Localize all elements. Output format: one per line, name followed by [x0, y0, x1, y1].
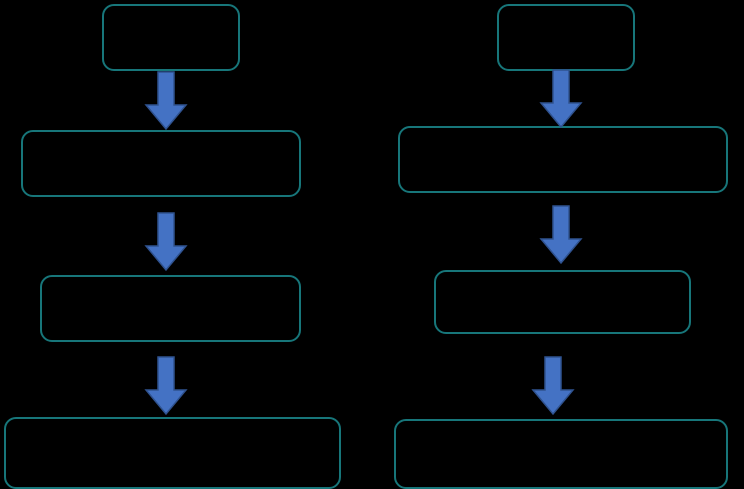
- down-arrow-icon: [539, 69, 583, 129]
- down-arrow-icon: [531, 356, 575, 416]
- process-box-left-node-2[interactable]: [21, 130, 301, 197]
- down-arrow-icon: [144, 212, 188, 272]
- down-arrow-icon: [144, 71, 188, 131]
- process-box-right-node-2[interactable]: [398, 126, 728, 193]
- down-arrow-icon: [144, 356, 188, 416]
- down-arrow-icon: [539, 205, 583, 265]
- process-box-right-node-1[interactable]: [497, 4, 635, 71]
- process-box-right-node-3[interactable]: [434, 270, 691, 334]
- process-box-right-node-4[interactable]: [394, 419, 728, 489]
- process-box-left-node-1[interactable]: [102, 4, 240, 71]
- process-box-left-node-3[interactable]: [40, 275, 301, 342]
- process-box-left-node-4[interactable]: [4, 417, 341, 489]
